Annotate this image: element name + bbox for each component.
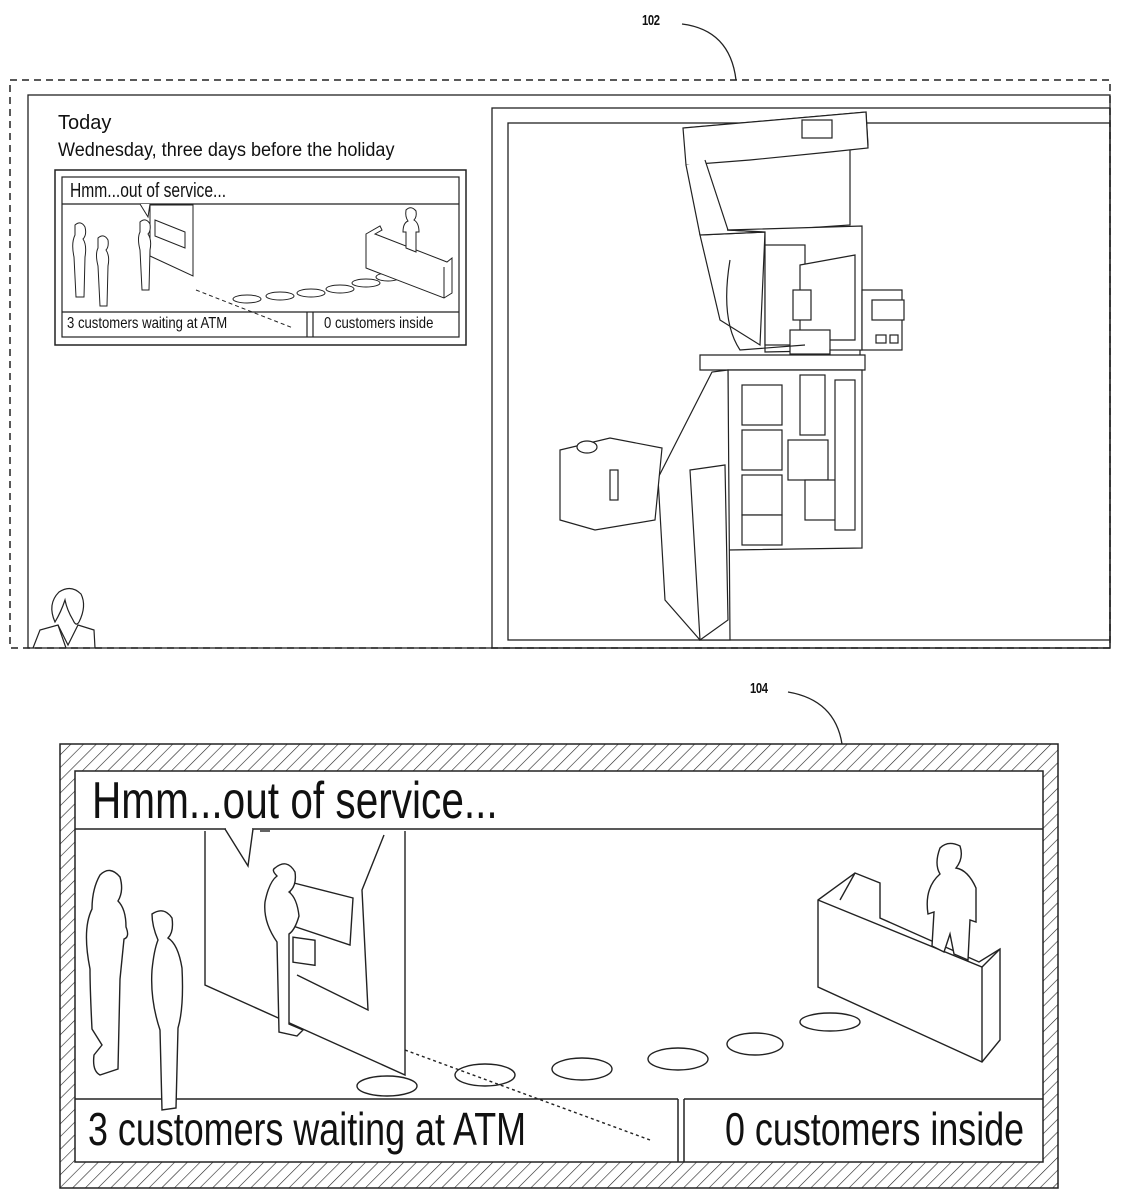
heading-today: Today	[58, 112, 112, 134]
atm-open-cabinet-icon[interactable]	[559, 111, 905, 642]
thumbnail-status-inside: 0 customers inside	[324, 315, 434, 332]
person-icon	[150, 910, 184, 1111]
person-icon	[264, 863, 305, 1037]
thumbnail-status-waiting: 3 customers waiting at ATM	[67, 315, 228, 332]
thumbnail-speech-bubble: Hmm...out of service...	[70, 180, 227, 202]
leader-line-102	[681, 23, 737, 81]
user-avatar-icon[interactable]	[32, 587, 96, 649]
status-waiting-at-atm: 3 customers waiting at ATM	[88, 1103, 527, 1155]
reference-numeral-102: 102	[642, 12, 660, 29]
person-icon	[926, 842, 977, 962]
thumbnail-scene[interactable]	[54, 169, 467, 346]
subheading-date: Wednesday, three days before the holiday	[58, 140, 395, 161]
status-customers-inside: 0 customers inside	[725, 1103, 1025, 1155]
leader-line-104	[787, 691, 843, 745]
screen-102-boundary	[9, 79, 1111, 649]
large-scene	[85, 826, 1001, 1141]
reference-numeral-104: 104	[750, 680, 768, 697]
person-icon	[85, 869, 129, 1076]
speech-bubble-text: Hmm...out of service...	[92, 772, 498, 830]
